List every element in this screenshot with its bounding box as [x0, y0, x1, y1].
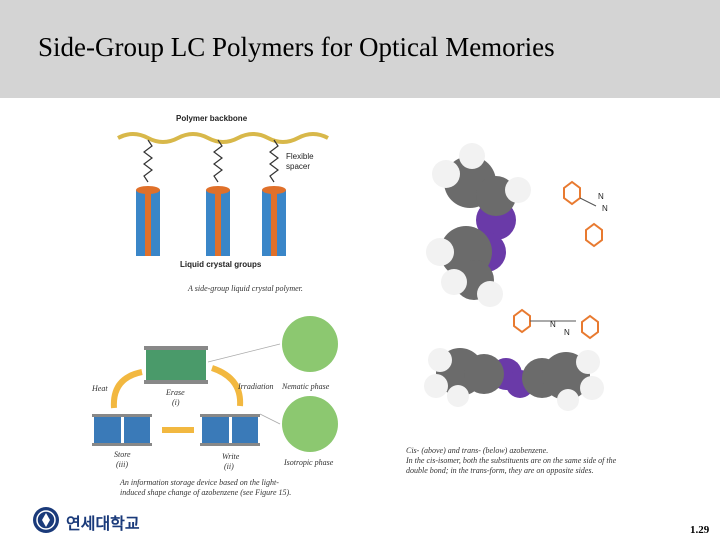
device-erase: [144, 346, 208, 384]
groups-label: Liquid crystal groups: [180, 260, 262, 269]
lc-cylinder: [206, 186, 230, 256]
polymer-diagram: [117, 132, 329, 256]
heat-arrow: [110, 369, 143, 409]
store-label: Store: [114, 450, 131, 459]
flexible-spacer: [143, 139, 153, 183]
erase-label: (i): [172, 398, 180, 407]
n-label: N: [598, 192, 604, 201]
n-label: N: [564, 328, 570, 337]
azobenzene-caption: In the cis-isomer, both the substituents…: [406, 456, 617, 465]
cis-structure-formula: [563, 180, 603, 248]
azobenzene-diagram: [424, 143, 604, 411]
page-number: 1.29: [690, 524, 710, 536]
write-label: Write: [222, 452, 240, 461]
trans-structure-formula: [513, 308, 599, 340]
lc-cylinder: [262, 186, 286, 256]
polymer-figure: Polymer backbone Flexible spacer Liquid …: [88, 104, 358, 300]
device-write: [200, 414, 260, 446]
azobenzene-figure: N N N N Cis- (above) and trans- (below) …: [396, 140, 686, 480]
n-label: N: [602, 204, 608, 213]
storage-figure: Heat Erase (i) Irradiation Nematic phase…: [84, 302, 348, 502]
cis-azobenzene-model: [426, 143, 531, 307]
storage-caption: induced shape change of azobenzene (see …: [120, 488, 292, 497]
azobenzene-caption: Cis- (above) and trans- (below) azobenze…: [406, 446, 549, 455]
nematic-phase-circle: [282, 316, 338, 372]
irradiation-label: Irradiation: [238, 382, 274, 391]
heat-label: Heat: [92, 384, 108, 393]
n-label: N: [550, 320, 556, 329]
nematic-label: Nematic phase: [282, 382, 330, 391]
azobenzene-caption: double bond; in the trans-form, they are…: [406, 466, 594, 475]
write-label: (ii): [224, 462, 234, 471]
trans-azobenzene-model: [424, 348, 604, 411]
backbone-label: Polymer backbone: [176, 114, 248, 123]
polymer-backbone: [117, 132, 329, 144]
lc-cylinder: [136, 186, 160, 256]
university-seal-icon: [33, 507, 59, 533]
store-label: (iii): [116, 460, 128, 469]
spacer-label: Flexible: [286, 152, 314, 161]
slide-title: Side-Group LC Polymers for Optical Memor…: [38, 32, 555, 62]
isotropic-label: Isotropic phase: [284, 458, 334, 467]
polymer-caption: A side-group liquid crystal polymer.: [188, 284, 303, 293]
irradiation-arrow: [210, 365, 244, 407]
flexible-spacer: [213, 139, 223, 183]
university-name: 연세대학교: [66, 514, 140, 533]
university-logo: 연세대학교: [32, 506, 152, 536]
storage-caption: An information storage device based on t…: [120, 478, 279, 487]
flexible-spacer: [269, 139, 279, 183]
isotropic-phase-circle: [282, 396, 338, 452]
title-bar: Side-Group LC Polymers for Optical Memor…: [0, 0, 720, 98]
storage-diagram: [92, 316, 338, 452]
erase-label: Erase: [166, 388, 185, 397]
device-store: [92, 414, 152, 446]
spacer-label: spacer: [286, 162, 311, 171]
